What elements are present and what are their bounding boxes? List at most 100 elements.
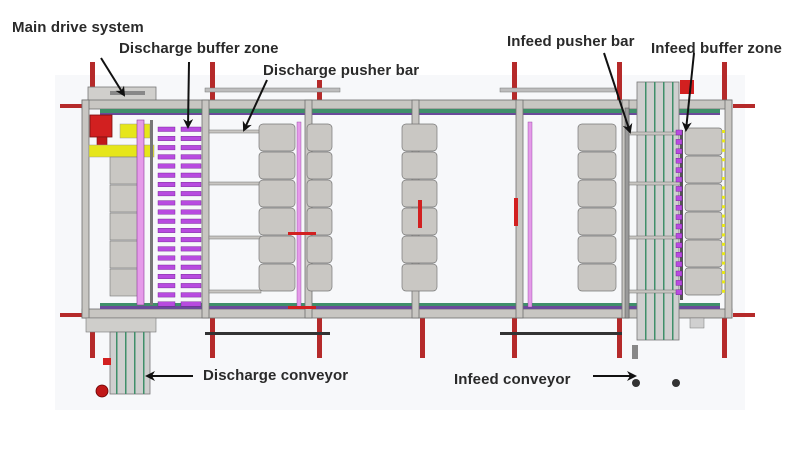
bottom-guard-bar xyxy=(205,332,330,335)
bed-pusher-rod xyxy=(527,121,533,308)
frame-post xyxy=(81,99,90,319)
discharge-conveyor-head xyxy=(85,317,157,333)
product-stack-infeed xyxy=(684,267,723,296)
infeed-junction-box xyxy=(689,317,705,329)
infeed-sensor xyxy=(722,224,725,227)
pusher-bar-rail xyxy=(208,235,262,240)
infeed-buffer-finger xyxy=(675,270,683,277)
discharge-buffer-finger xyxy=(157,200,176,206)
product-stack xyxy=(258,207,296,236)
product-stack xyxy=(401,151,438,180)
product-stack-discharge xyxy=(109,212,143,241)
product-stack-infeed xyxy=(684,239,723,268)
main-drive-motor xyxy=(89,114,113,138)
discharge-buffer-finger xyxy=(157,209,176,215)
product-stack-discharge xyxy=(109,268,143,297)
discharge-conveyor-slat xyxy=(143,332,145,394)
infeed-buffer-finger xyxy=(675,242,683,249)
label-discharge-conveyor: Discharge conveyor xyxy=(203,367,349,384)
product-stack-discharge xyxy=(109,156,143,185)
infeed-conveyor-roller xyxy=(672,379,680,387)
infeed-buffer-finger xyxy=(675,251,683,258)
support-post-top xyxy=(210,62,215,100)
infeed-conveyor-slat xyxy=(663,82,665,340)
discharge-buffer-finger xyxy=(180,135,202,141)
frame-rail-top xyxy=(81,99,733,110)
product-stack xyxy=(306,263,333,292)
discharge-buffer-finger xyxy=(180,172,202,178)
product-stack xyxy=(577,207,617,236)
infeed-sensor xyxy=(722,242,725,246)
discharge-conveyor-sensor xyxy=(103,358,111,365)
discharge-buffer-finger xyxy=(157,145,176,151)
discharge-buffer-finger xyxy=(180,274,202,279)
conveyor-rail-top-purple xyxy=(100,113,720,115)
product-stack xyxy=(306,179,333,208)
support-post-top xyxy=(512,62,517,100)
arrow-discharge-pusher-bar xyxy=(242,79,268,132)
infeed-buffer-finger xyxy=(675,176,683,183)
infeed-conveyor-slat xyxy=(654,82,656,340)
pusher-bar-rail xyxy=(208,289,262,294)
arrow-discharge-buffer-zone xyxy=(183,61,194,129)
discharge-buffer-finger xyxy=(180,191,202,197)
infeed-sensor xyxy=(722,233,725,237)
infeed-buffer-finger xyxy=(675,261,683,267)
infeed-pusher-bar xyxy=(624,107,630,319)
infeed-sensor xyxy=(722,167,725,171)
product-stack xyxy=(306,151,333,180)
discharge-buffer-finger xyxy=(157,292,176,298)
pusher-bar-rail xyxy=(208,129,262,134)
support-post-bottom xyxy=(210,318,215,358)
discharge-buffer-finger xyxy=(157,172,176,178)
infeed-sensor xyxy=(722,139,725,143)
infeed-sensor xyxy=(722,205,725,209)
infeed-sensor xyxy=(722,177,725,180)
support-post-bottom xyxy=(317,318,322,358)
discharge-buffer-finger xyxy=(180,163,202,169)
arrow-main-drive-system xyxy=(100,57,126,97)
label-discharge-pusher-bar: Discharge pusher bar xyxy=(263,62,420,79)
infeed-buffer-finger xyxy=(675,167,683,173)
discharge-guide-rail xyxy=(150,120,153,305)
infeed-buffer-finger xyxy=(675,148,683,155)
infeed-sensor xyxy=(722,280,725,284)
conveyor-rail-top-green xyxy=(100,109,720,113)
side-stub-right xyxy=(733,104,755,108)
support-post-bottom xyxy=(420,318,425,358)
product-stack xyxy=(577,263,617,292)
top-guard-bar xyxy=(499,87,616,93)
support-post-bottom xyxy=(512,318,517,358)
product-stack xyxy=(258,179,296,208)
side-stub-right xyxy=(733,313,755,317)
discharge-buffer-finger xyxy=(157,227,176,233)
infeed-sensor xyxy=(722,271,725,274)
arrow-infeed-pusher-bar xyxy=(603,52,633,134)
product-stack xyxy=(401,123,438,152)
infeed-pusher-crossbar xyxy=(627,235,681,240)
infeed-buffer-finger xyxy=(675,214,683,220)
discharge-buffer-finger xyxy=(180,227,202,233)
discharge-buffer-finger xyxy=(157,181,176,187)
product-stack xyxy=(577,179,617,208)
infeed-sensor xyxy=(722,289,725,293)
product-stack xyxy=(577,235,617,264)
top-guard-bar xyxy=(204,87,341,93)
conveyor-rail-bottom-purple xyxy=(100,306,720,309)
clamp-red xyxy=(514,198,518,226)
support-post-bottom xyxy=(90,318,95,358)
support-post-top xyxy=(617,62,622,100)
conveyor-rail-bottom-green xyxy=(100,303,720,306)
infeed-buffer-finger xyxy=(675,139,683,145)
discharge-buffer-finger xyxy=(180,181,202,187)
bottom-guard-bar xyxy=(500,332,622,335)
discharge-buffer-finger xyxy=(157,218,176,224)
support-post-bottom xyxy=(617,318,622,358)
infeed-conveyor-roller xyxy=(632,379,640,387)
infeed-conveyor-sensor xyxy=(632,345,638,359)
product-stack xyxy=(306,235,333,264)
discharge-buffer-finger xyxy=(157,274,176,279)
product-stack xyxy=(258,235,296,264)
discharge-buffer-finger xyxy=(180,200,202,206)
